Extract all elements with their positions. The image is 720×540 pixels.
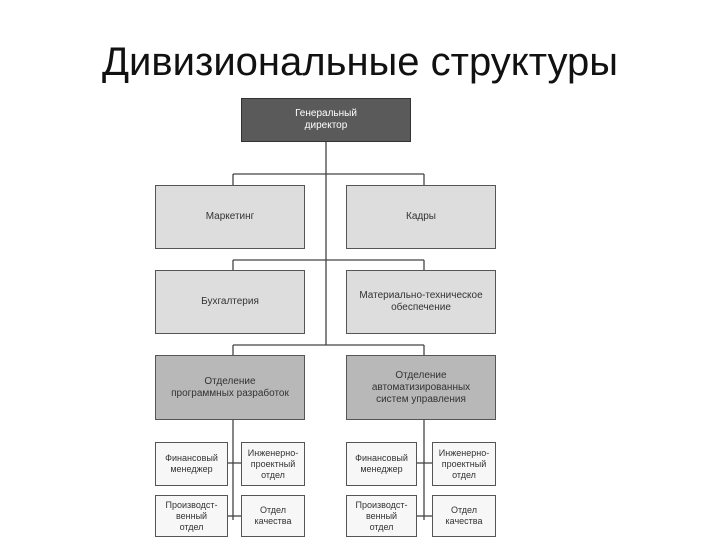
marketing-box: Маркетинг: [155, 185, 305, 249]
software-production-dept-box: Производст- венный отдел: [155, 495, 228, 537]
automation-engineering-dept-box: Инженерно- проектный отдел: [432, 442, 496, 486]
automation-quality-dept-box: Отдел качества: [432, 495, 496, 537]
logistics-box: Материально-техническое обеспечение: [346, 270, 496, 334]
software-finance-manager-box: Финансовый менеджер: [155, 442, 228, 486]
accounting-box: Бухгалтерия: [155, 270, 305, 334]
hr-box: Кадры: [346, 185, 496, 249]
slide-title: Дивизиональные структуры: [101, 40, 619, 84]
division-software-box: Отделение программных разработок: [155, 355, 305, 420]
division-automation-box: Отделение автоматизированных систем упра…: [346, 355, 496, 420]
ceo-box: Генеральный директор: [241, 98, 411, 142]
automation-production-dept-box: Производст- венный отдел: [346, 495, 417, 537]
software-engineering-dept-box: Инженерно- проектный отдел: [241, 442, 305, 486]
software-quality-dept-box: Отдел качества: [241, 495, 305, 537]
automation-finance-manager-box: Финансовый менеджер: [346, 442, 417, 486]
